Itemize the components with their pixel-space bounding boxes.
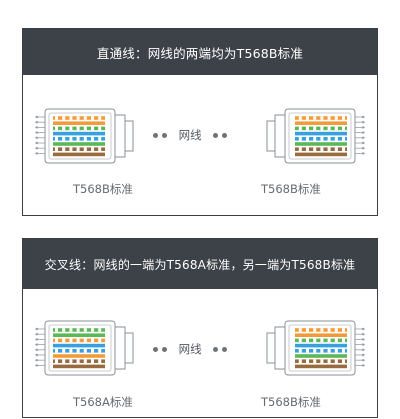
wire [53,354,105,358]
dot-icon [213,346,219,352]
wire [53,121,105,125]
dot-icon [222,132,228,138]
right-standard-label: T568B标准 [261,395,321,409]
straight-through-panel: 直通线：网线的两端均为T568B标准 网线 T568B标准 T568B标准 [22,28,378,216]
cable-label: 网线 [178,128,202,142]
wire [295,333,347,337]
left-standard-label: T568B标准 [73,182,133,196]
dot-icon [213,132,219,138]
dot-icon [222,346,228,352]
cable-link: 网线 [151,127,229,143]
rj45-plug-icon [266,108,365,164]
wire [53,152,105,157]
left-standard-label: T568A标准 [73,395,133,409]
cable-label: 网线 [178,342,202,356]
wire [53,131,105,136]
right-standard-label: T568B标准 [261,182,321,196]
dot-icon [153,132,158,138]
wire [53,364,105,369]
wire [53,343,105,348]
wire [295,121,347,125]
wire [53,142,105,146]
dot-icon [153,346,158,352]
crossover-diagram [35,320,365,376]
wire [295,152,347,157]
rj45-plug-icon [35,320,134,376]
wire [53,333,105,337]
panel-title: 交叉线：网线的一端为T568A标准，另一端为T568B标准 [23,239,377,289]
rj45-plug-icon [266,320,365,376]
cable-link: 网线 [151,341,229,357]
crossover-panel: 交叉线：网线的一端为T568A标准，另一端为T568B标准 网线 T568A标准… [22,238,378,418]
panel-title: 直通线：网线的两端均为T568B标准 [23,29,377,75]
dot-icon [162,346,167,352]
wire [295,142,347,146]
wire [295,354,347,358]
dot-icon [162,132,167,138]
wire [295,364,347,369]
rj45-plug-icon [35,108,134,164]
wire [295,131,347,136]
straight-through-diagram [35,108,365,164]
wire [295,343,347,348]
